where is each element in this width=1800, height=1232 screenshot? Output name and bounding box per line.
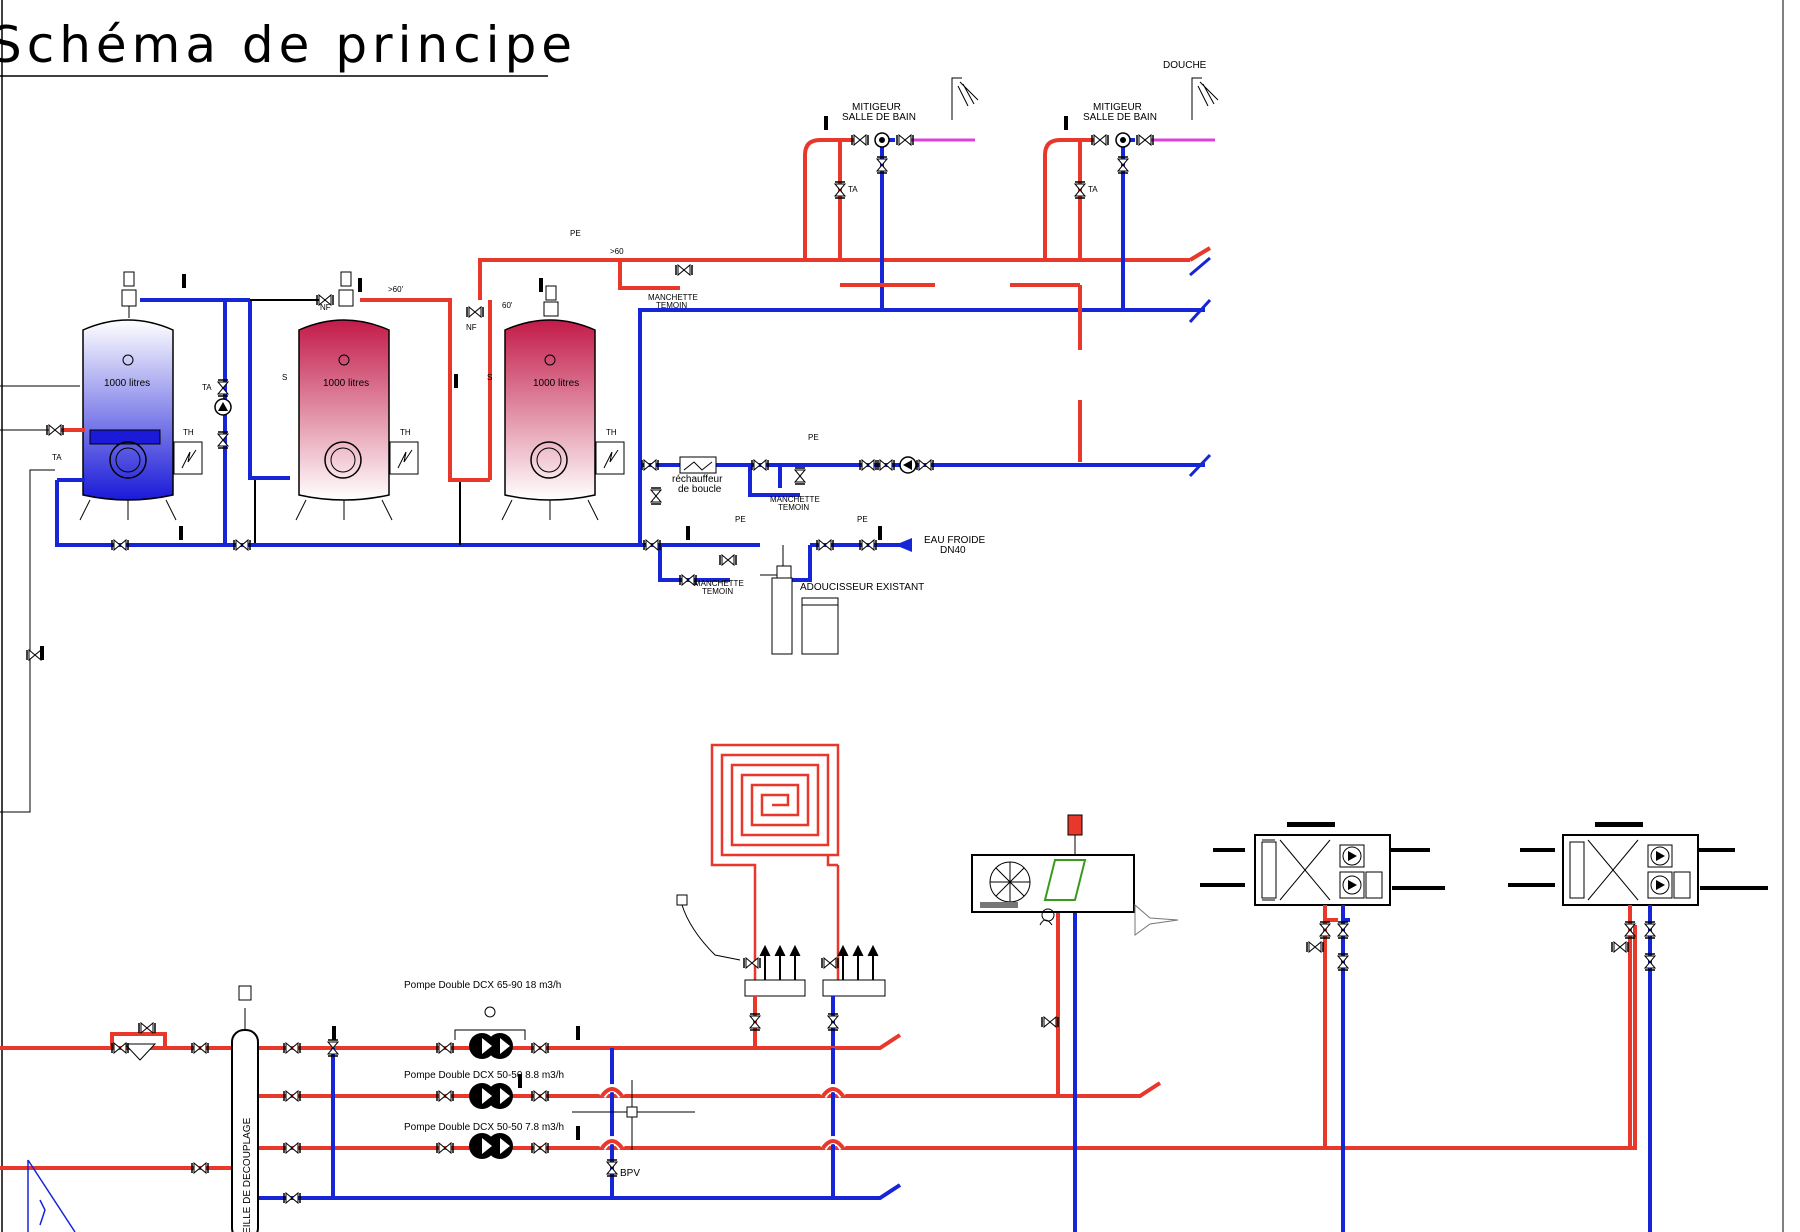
ta-label-1: TA bbox=[202, 383, 212, 392]
s-label-1: S bbox=[282, 373, 287, 382]
manchette-1-sub: TEMOIN bbox=[656, 301, 687, 310]
pe-label-3: PE bbox=[735, 515, 746, 524]
gt60b-label: >60' bbox=[388, 285, 404, 294]
pump-2-label: Pompe Double DCX 50-50 8.8 m3/h bbox=[404, 1070, 564, 1081]
storage-tank-3: 1000 litres TH bbox=[501, 319, 617, 521]
shower-icon bbox=[1191, 77, 1219, 120]
rechauffeur-label: réchauffeur bbox=[672, 474, 723, 485]
mitigeur-1-sub: SALLE DE BAIN bbox=[842, 112, 916, 123]
pump-3-label: Pompe Double DCX 50-50 7.8 m3/h bbox=[404, 1122, 564, 1133]
tank-2-sensor: TH bbox=[400, 428, 411, 437]
double-pump-2 bbox=[469, 1083, 513, 1109]
double-pump-3 bbox=[469, 1133, 513, 1159]
pe-label-4: PE bbox=[857, 515, 868, 524]
eau-froide-dn: DN40 bbox=[940, 545, 966, 556]
double-pump-1 bbox=[454, 1006, 526, 1059]
gt60-label: >60 bbox=[610, 247, 624, 256]
ta-label-3: TA bbox=[848, 185, 858, 194]
manchette-2-sub: TEMOIN bbox=[778, 503, 809, 512]
manchette-3: MANCHETTE bbox=[694, 579, 744, 588]
shower-icon bbox=[951, 77, 979, 120]
mitigeur-1-label: MITIGEUR bbox=[852, 102, 901, 113]
pe-label-2: PE bbox=[808, 433, 819, 442]
manchette-3-sub: TEMOIN bbox=[702, 587, 733, 596]
decoupling-bottle: TEILLE DE DECOUPLAGE bbox=[231, 1029, 259, 1232]
mixer-1 bbox=[874, 132, 890, 148]
ta-label-4: TA bbox=[1088, 185, 1098, 194]
adoucisseur-label: ADOUCISSEUR EXISTANT bbox=[800, 582, 924, 593]
manchette-1: MANCHETTE bbox=[648, 293, 698, 302]
underfloor-heating-coil bbox=[710, 743, 840, 980]
storage-tank-1: 1000 litres TH bbox=[79, 319, 194, 521]
manchette-2: MANCHETTE bbox=[770, 495, 820, 504]
mitigeur-2-sub: SALLE DE BAIN bbox=[1083, 112, 1157, 123]
pump-1-label: Pompe Double DCX 65-90 18 m3/h bbox=[404, 980, 561, 991]
page-title: Schéma de principe bbox=[0, 16, 577, 74]
tank-3-sensor: TH bbox=[606, 428, 617, 437]
tank-2-volume: 1000 litres bbox=[323, 378, 369, 389]
tank-1-sensor: TH bbox=[183, 428, 194, 437]
tank-1-volume: 1000 litres bbox=[104, 378, 150, 389]
s-label-2: S bbox=[487, 373, 492, 382]
water-softener bbox=[760, 545, 839, 655]
air-handling-unit-heat-exchanger bbox=[971, 814, 1179, 936]
storage-tank-2: 1000 litres TH bbox=[295, 319, 411, 521]
tank-1-number-icon bbox=[122, 354, 134, 366]
sixty-label: 60' bbox=[502, 301, 513, 310]
ta-label-2: TA bbox=[52, 453, 62, 462]
loop-heater bbox=[679, 456, 717, 474]
mixer-2 bbox=[1115, 132, 1131, 148]
tank-3-volume: 1000 litres bbox=[533, 378, 579, 389]
rechauffeur-sub: de boucle bbox=[678, 484, 722, 495]
cold-water-inlet-arrow bbox=[895, 538, 912, 552]
nf-label-2: NF bbox=[466, 323, 477, 332]
bpv-label: BPV bbox=[620, 1168, 640, 1179]
eau-froide-label: EAU FROIDE bbox=[924, 535, 985, 546]
nf-label-1: NF bbox=[320, 303, 331, 312]
pe-label-1: PE bbox=[570, 229, 581, 238]
douche-label: DOUCHE bbox=[1163, 60, 1207, 71]
bouteille-label: TEILLE DE DECOUPLAGE bbox=[242, 1117, 253, 1232]
air-handling-unit-2 bbox=[1508, 822, 1768, 906]
air-handling-unit-1 bbox=[1200, 822, 1445, 906]
mitigeur-2-label: MITIGEUR bbox=[1093, 102, 1142, 113]
